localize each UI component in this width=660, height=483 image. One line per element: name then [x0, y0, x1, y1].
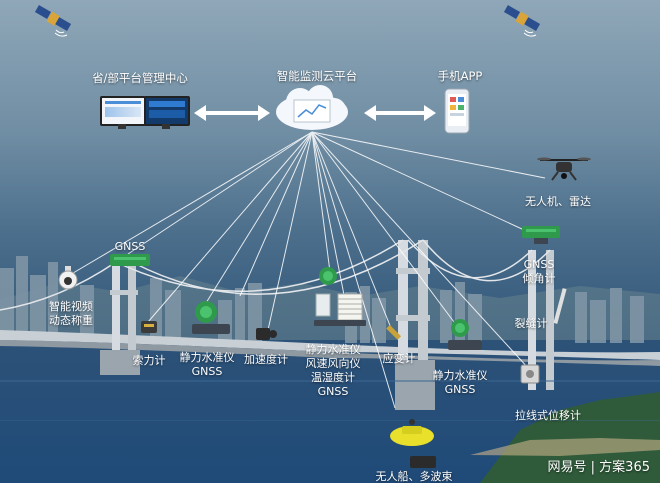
double-arrow-icon — [194, 105, 270, 121]
drone-label: 无人机、雷达 — [525, 195, 591, 208]
accelerometer-label: 加速度计 — [244, 353, 288, 366]
left-center-label: 省/部平台管理中心 — [92, 71, 188, 85]
crack-meter-icon — [553, 288, 567, 324]
boat-label: 无人船、多波束 — [375, 470, 453, 483]
dashboard-monitor-icon — [144, 96, 190, 126]
cloud-icon — [276, 85, 348, 130]
crack-meter-label: 裂缝计 — [514, 317, 548, 330]
gnss-tilt-device-icon — [522, 226, 560, 244]
gnss-left-label: GNSS — [114, 240, 146, 253]
cable-force-sensor-icon — [141, 321, 157, 333]
unmanned-boat-icon — [390, 419, 434, 446]
displacement-label: 拉线式位移计 — [515, 409, 581, 422]
gnss-tilt-label-a: GNSS — [523, 258, 555, 271]
drone-icon — [537, 157, 591, 181]
level-group-label-b: 风速风向仪 — [305, 357, 361, 370]
video-label-1: 智能视频 — [49, 300, 93, 313]
phone-icon — [444, 88, 470, 134]
level-gnss-device-icon-2 — [448, 319, 482, 350]
strain-label: 应变计 — [382, 352, 416, 365]
level-group-label-d: GNSS — [317, 385, 349, 398]
monitor-icon — [100, 96, 146, 126]
displacement-sensor-icon — [520, 364, 540, 384]
accelerometer-icon — [256, 328, 277, 340]
app-label: 手机APP — [437, 69, 483, 83]
level-group-label-c: 温湿度计 — [311, 371, 355, 384]
gnss-antenna-icon — [110, 254, 150, 266]
cable-force-label: 索力计 — [132, 354, 166, 367]
double-arrow-icon-right — [364, 105, 436, 121]
level-gnss-2-label-a: 静力水准仪 — [432, 369, 488, 382]
satellite-icon — [34, 5, 72, 37]
cloud-platform-label: 智能监测云平台 — [276, 69, 358, 83]
strain-gauge-icon — [386, 324, 402, 340]
gnss-tilt-label-b: 倾角计 — [522, 272, 556, 285]
weather-station-icon — [314, 267, 366, 326]
monitor-stand-2 — [162, 124, 170, 129]
video-label-2: 动态称重 — [49, 314, 93, 327]
level-gnss-1-label-a: 静力水准仪 — [179, 351, 235, 364]
level-gnss-device-icon — [192, 301, 230, 334]
camera-icon — [58, 266, 78, 290]
level-gnss-1-label-b: GNSS — [191, 365, 223, 378]
monitor-stand — [118, 124, 126, 129]
satellite-icon-right — [503, 5, 541, 37]
multibeam-device-icon — [410, 456, 436, 468]
watermark: 网易号 | 方案365 — [547, 460, 650, 475]
level-gnss-2-label-b: GNSS — [444, 383, 476, 396]
level-group-label-a: 静力水准仪 — [305, 343, 361, 356]
